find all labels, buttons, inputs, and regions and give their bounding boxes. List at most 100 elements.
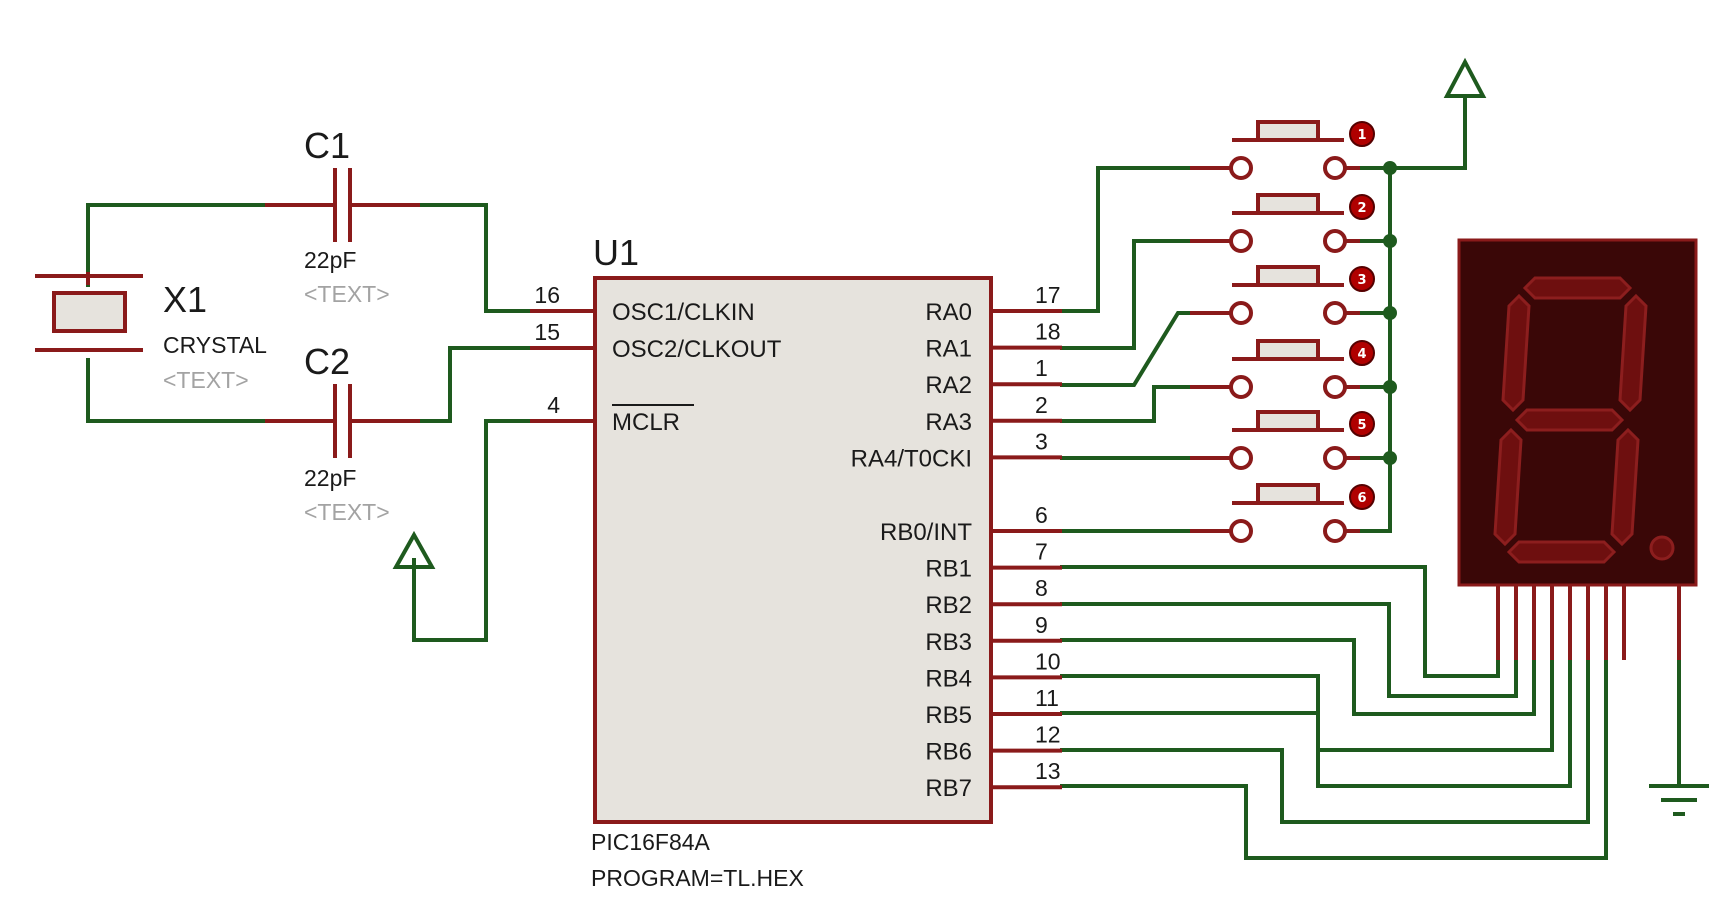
pin-name: RB5 [925,702,972,729]
pin-number: 6 [1035,502,1048,528]
segment-g [1514,408,1625,432]
button-contact [1229,301,1253,325]
pin-name: RA4/T0CKI [851,445,972,472]
junction-dot [1383,306,1397,320]
segment-a [1522,276,1633,300]
seven-segment-display[interactable] [1457,238,1698,660]
pin-name: OSC1/CLKIN [612,299,755,326]
button-actuator [1256,265,1320,287]
pin-name: RA0 [925,299,972,326]
pin-number: 16 [534,282,560,308]
c1-value: 22pF [304,247,356,273]
pin-number: 4 [547,392,560,418]
button-contact [1323,519,1347,543]
button-badge [1349,266,1375,292]
u1-program-file: PROGRAM=TL.HEX [591,865,804,891]
capacitor-c2[interactable]: C2 22pF <TEXT> [265,341,420,525]
x1-reference: X1 [163,279,207,320]
push-button[interactable]: 3 [1190,265,1375,325]
capacitor-c1[interactable]: C1 22pF <TEXT> [265,125,420,307]
button-actuator [1256,193,1320,215]
pin-name: RA3 [925,409,972,436]
wire-rb3 [1060,638,1536,716]
button-contact [1229,519,1253,543]
button-actuator [1256,339,1320,361]
junction-dot [1383,234,1397,248]
u1-reference: U1 [593,232,639,273]
crystal-x1[interactable]: X1 CRYSTAL <TEXT> [35,272,267,393]
push-button[interactable]: 2 [1190,193,1375,253]
wire-ra3 [1060,385,1192,423]
segment-f [1501,293,1531,413]
wire-rb6 [1060,748,1590,824]
pin-name: RB4 [925,665,972,692]
pin-name: RB0/INT [880,519,972,546]
pin-number: 8 [1035,575,1048,601]
junction-dot [1383,380,1397,394]
microcontroller-u1[interactable]: U1 PIC16F84A PROGRAM=TL.HEX 16OSC1/CLKIN… [530,232,1062,891]
wire-x1-bottom [86,358,267,423]
button-badge [1349,484,1375,510]
push-button[interactable]: 5 [1190,410,1375,470]
wire-rb7 [1060,784,1608,860]
c2-reference: C2 [304,341,350,382]
button-badge [1349,121,1375,147]
wire-ra0 [1060,166,1192,313]
button-actuator [1256,410,1320,432]
pin-number: 11 [1035,685,1059,711]
button-contact [1229,156,1253,180]
button-badge-label: 4 [1357,347,1366,362]
button-contact [1323,301,1347,325]
button-contact [1323,156,1347,180]
x1-value: CRYSTAL [163,332,267,358]
c2-text-placeholder: <TEXT> [304,499,390,525]
pin-number: 2 [1035,392,1048,418]
pin-number: 15 [534,319,560,345]
segment-e [1493,427,1523,547]
pin-name: MCLR [612,409,680,436]
wire-mclr-pullup [412,419,532,642]
junction-dots [1383,161,1397,465]
button-actuator [1256,120,1320,142]
button-badge [1349,194,1375,220]
c1-text-placeholder: <TEXT> [304,281,390,307]
wire-button-bus [1358,166,1392,533]
button-contact [1229,229,1253,253]
pin-number: 13 [1035,758,1061,784]
button-badge-label: 6 [1357,491,1366,506]
pin-name: RB2 [925,592,972,619]
button-badge [1349,411,1375,437]
wire-c1-osc1 [418,203,532,313]
push-button[interactable]: 6 [1190,483,1375,543]
push-button[interactable]: 1 [1190,120,1375,180]
wire-rb2 [1060,602,1518,698]
button-badge-label: 5 [1357,418,1366,433]
segment-dp [1649,535,1675,561]
display-pins [1496,585,1681,660]
wire-ra1 [1060,239,1192,350]
segment-b [1618,293,1648,413]
push-buttons: 1 2 3 4 5 6 [1190,120,1375,543]
button-contact [1323,229,1347,253]
pin-name: RB1 [925,556,972,583]
pin-name: RA2 [925,372,972,399]
button-badge-label: 3 [1357,273,1366,288]
pin-number: 10 [1035,648,1061,674]
segment-c [1610,427,1640,547]
c2-value: 22pF [304,465,356,491]
wire-rb5 [1060,711,1572,788]
button-badge-label: 2 [1357,201,1366,216]
pin-name: RB6 [925,739,972,766]
pin-number: 9 [1035,612,1048,638]
push-button[interactable]: 4 [1190,339,1375,399]
wire-ra2 [1060,311,1192,387]
wire-x1-top [86,203,267,287]
button-contact [1229,375,1253,399]
button-contact [1323,446,1347,470]
pin-number: 18 [1035,319,1061,345]
pin-name: RB3 [925,629,972,656]
u1-part-name: PIC16F84A [591,829,711,855]
c1-reference: C1 [304,125,350,166]
button-actuator [1256,483,1320,505]
